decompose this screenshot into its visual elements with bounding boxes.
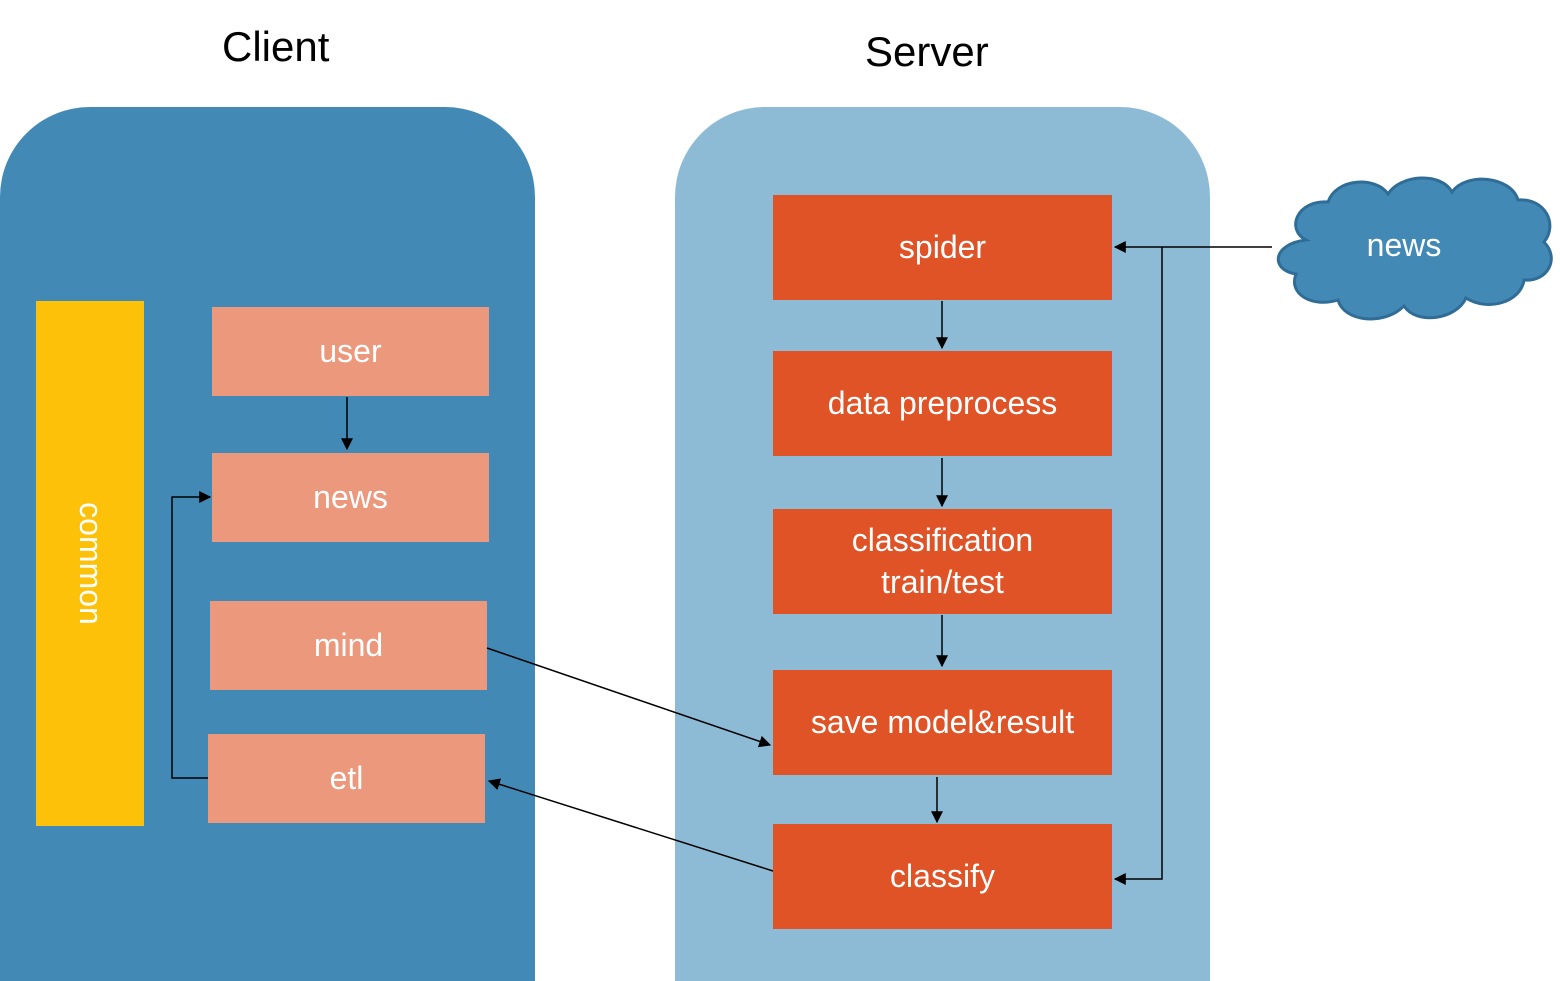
server-box-classification: classification train/test xyxy=(773,509,1112,614)
cloud-icon xyxy=(1276,176,1553,321)
client-box-news: news xyxy=(212,453,489,542)
common-label: common xyxy=(72,502,109,625)
client-box-mind: mind xyxy=(210,601,487,690)
user-label: user xyxy=(319,332,382,369)
server-title: Server xyxy=(865,28,989,75)
news-label: news xyxy=(313,478,388,515)
classification-label-line1: classification xyxy=(851,521,1034,558)
spider-label: spider xyxy=(898,228,987,265)
common-module: common xyxy=(36,301,144,826)
client-title: Client xyxy=(222,23,330,70)
server-box-data-preprocess: data preprocess xyxy=(773,351,1112,456)
etl-label: etl xyxy=(329,759,364,796)
client-box-user: user xyxy=(212,307,489,396)
server-box-save-model: save model&result xyxy=(773,670,1112,775)
classify-label: classify xyxy=(890,857,995,894)
server-box-classify: classify xyxy=(773,824,1112,929)
news-source-cloud: news xyxy=(1266,170,1560,328)
mind-label: mind xyxy=(313,626,384,663)
news-source-label: news xyxy=(1366,226,1442,263)
server-box-spider: spider xyxy=(773,195,1112,300)
classification-label-line2: train/test xyxy=(881,563,1004,600)
client-box-etl: etl xyxy=(208,734,485,823)
data-preprocess-label: data preprocess xyxy=(827,384,1058,421)
save-model-label: save model&result xyxy=(810,703,1075,740)
